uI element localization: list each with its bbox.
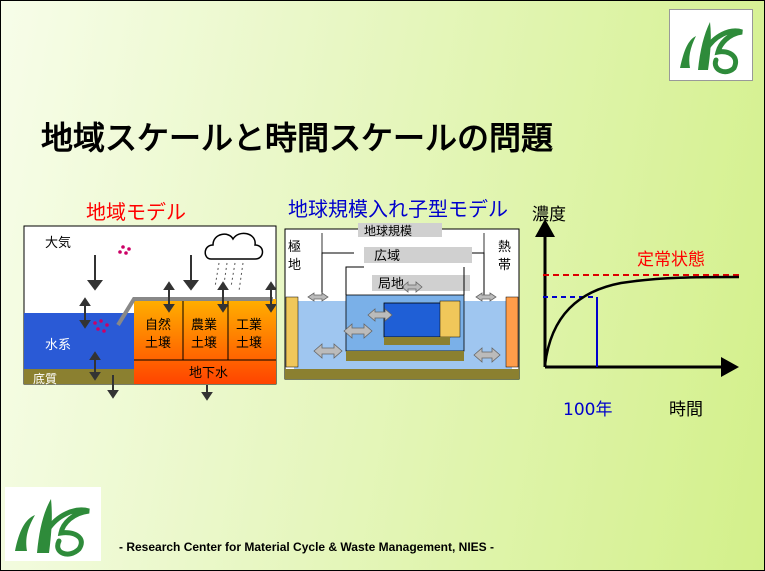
time-graph (529, 195, 749, 415)
global-scale-label: 地球規模 (364, 223, 412, 238)
concentration-axis-label: 濃度 (532, 205, 566, 225)
sediment-layer (24, 369, 134, 384)
regional-model-diagram: 大気 水系 底質 自然 土壌 農業 土壌 工業 土壌 地下水 (23, 225, 279, 401)
regional-model-heading: 地域モデル (86, 200, 186, 224)
nies-logo (5, 487, 101, 561)
polar-label-2: 地 (288, 258, 301, 273)
tropical-label-1: 熱 (498, 240, 511, 255)
sediment-label: 底質 (33, 371, 57, 386)
water-system-label: 水系 (45, 338, 71, 353)
steady-state-label: 定常状態 (637, 250, 705, 270)
agricultural-soil-label-1: 農業 (191, 317, 217, 333)
page-title: 地域スケールと時間スケールの問題 (41, 119, 554, 157)
year-mark-label: 100年 (563, 400, 613, 420)
water-layer (24, 313, 134, 369)
global-model-heading: 地球規模入れ子型モデル (288, 197, 508, 221)
atmosphere-label: 大気 (45, 235, 71, 251)
local-label: 局地 (378, 277, 404, 292)
polar-label-1: 極 (288, 239, 301, 255)
natural-soil-label-1: 自然 (145, 317, 171, 333)
soil-layer (134, 299, 276, 384)
concentration-curve (543, 275, 740, 366)
wide-area-label: 広域 (374, 249, 400, 264)
groundwater-label: 地下水 (189, 366, 228, 381)
tropical-label-2: 帯 (498, 258, 511, 273)
industrial-soil-label-1: 工業 (236, 317, 262, 333)
cloud-icon (204, 232, 264, 292)
time-axis-label: 時間 (669, 400, 703, 420)
industrial-soil-label-2: 土壌 (236, 336, 262, 351)
footer-text: - Research Center for Material Cycle & W… (119, 540, 494, 554)
agricultural-soil-label-2: 土壌 (191, 336, 217, 351)
global-model-diagram: 地球規模 広域 局地 極 地 熱 帯 (284, 223, 524, 385)
natural-soil-label-2: 土壌 (145, 336, 171, 351)
nies-logo (669, 9, 753, 81)
